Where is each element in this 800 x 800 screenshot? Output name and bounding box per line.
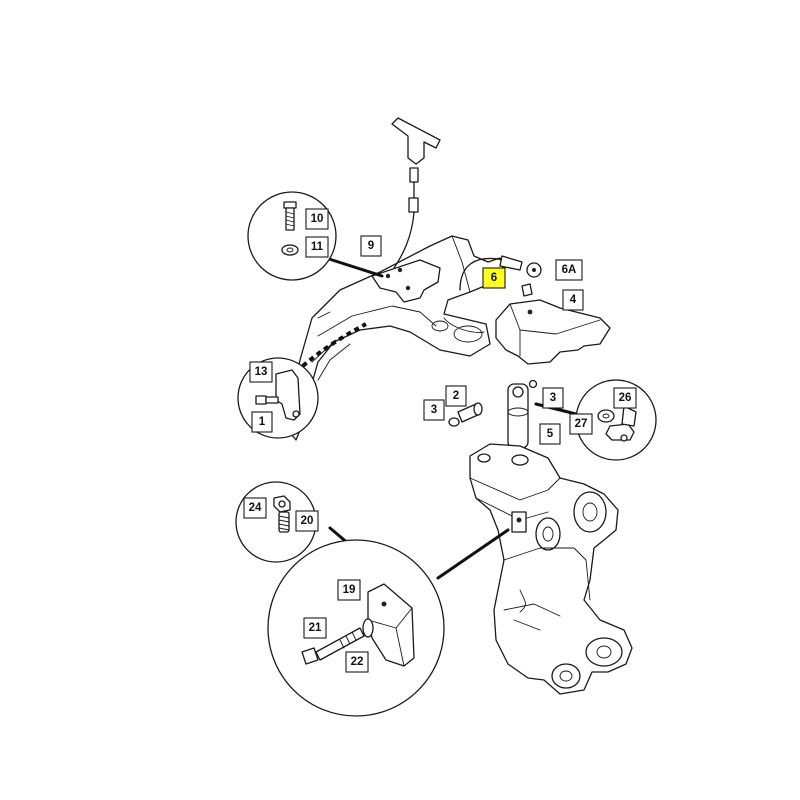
- callout-24-label: 24: [249, 502, 262, 514]
- callout-4[interactable]: 4: [562, 289, 584, 311]
- callout-3-left[interactable]: 3: [423, 399, 445, 421]
- callout-6a[interactable]: 6A: [555, 259, 583, 281]
- callout-5-label: 5: [547, 428, 554, 440]
- t-handle-cable: [391, 117, 542, 297]
- callout-19-label: 19: [343, 584, 356, 596]
- callout-24[interactable]: 24: [243, 497, 267, 519]
- part-9-bracket: [371, 259, 441, 303]
- callout-1[interactable]: 1: [251, 411, 273, 433]
- detail-circle-bolt-washer: [247, 191, 337, 281]
- callout-11[interactable]: 11: [305, 236, 329, 258]
- callout-3-left-label: 3: [431, 404, 437, 416]
- callout-21-label: 21: [309, 622, 322, 634]
- callout-13-label: 13: [255, 366, 268, 378]
- callout-2-label: 2: [453, 390, 459, 402]
- callout-3-right[interactable]: 3: [542, 387, 564, 409]
- callout-6[interactable]: 6: [482, 267, 506, 289]
- callout-22[interactable]: 22: [345, 651, 369, 673]
- callout-9-label: 9: [368, 240, 374, 252]
- callout-6a-label: 6A: [562, 264, 577, 276]
- callout-20[interactable]: 20: [295, 510, 319, 532]
- detail-circle-block-bolt: [267, 539, 445, 717]
- callout-2[interactable]: 2: [445, 385, 467, 407]
- callout-22-label: 22: [351, 656, 364, 668]
- callout-10-label: 10: [311, 213, 324, 225]
- callout-20-label: 20: [301, 515, 314, 527]
- callout-5[interactable]: 5: [539, 423, 561, 445]
- part-2-pin: [448, 402, 483, 427]
- callout-26[interactable]: 26: [613, 387, 637, 409]
- callout-21[interactable]: 21: [303, 617, 327, 639]
- callout-26-label: 26: [619, 392, 632, 404]
- callout-19[interactable]: 19: [337, 579, 361, 601]
- callout-13[interactable]: 13: [249, 361, 273, 383]
- callout-1-label: 1: [259, 416, 266, 428]
- callout-4-label: 4: [570, 294, 577, 306]
- callout-9[interactable]: 9: [360, 235, 382, 257]
- part-4-block: [495, 299, 611, 365]
- callout-11-label: 11: [311, 241, 324, 253]
- callout-3-right-label: 3: [550, 392, 556, 404]
- callout-27[interactable]: 27: [569, 413, 593, 435]
- callout-27-label: 27: [575, 418, 588, 430]
- part-5-cylinder: [507, 379, 538, 449]
- callout-10[interactable]: 10: [305, 208, 329, 230]
- lower-boom-arm: [469, 443, 633, 695]
- callout-6-label: 6: [491, 272, 497, 284]
